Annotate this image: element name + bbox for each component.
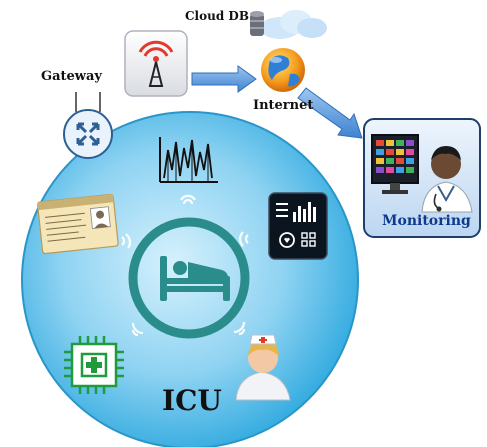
arrow-internet-to-monitoring [297,87,363,139]
gateway-label: Gateway [41,69,102,84]
icu-label: ICU [162,384,222,417]
chip-icon [64,336,124,394]
internet-label: Internet [253,98,314,113]
cloud-db-icon [250,10,327,39]
tablet-monitor-icon [268,192,328,260]
arrow-antenna-to-internet [191,65,257,93]
router-icon [63,92,113,159]
patient-bed-icon [128,217,250,339]
globe-icon [261,48,305,92]
cloud-db-label: Cloud DB [185,9,249,23]
monitoring-label: Monitoring [382,213,471,229]
wifi-signal-icon [121,194,249,337]
nurse-icon [235,334,291,401]
antenna-icon [124,30,188,97]
ecg-chart-icon [159,137,218,183]
patient-card-icon [37,193,119,255]
doctor-monitor-icon [371,134,473,213]
